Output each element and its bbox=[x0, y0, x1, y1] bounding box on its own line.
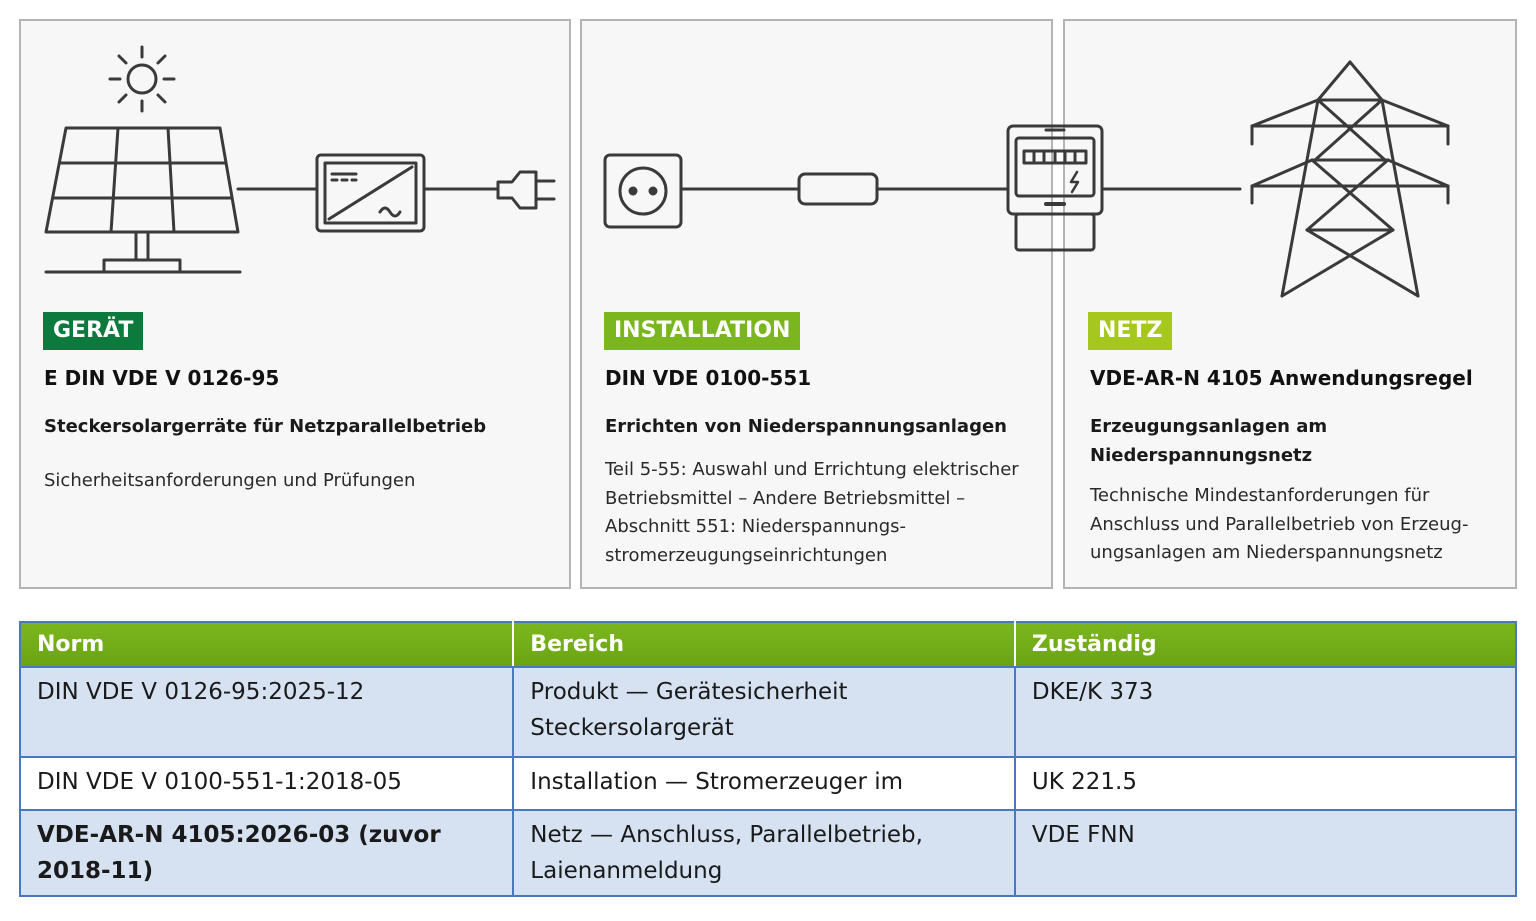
norm-title-netz: VDE-AR-N 4105 Anwendungsregel bbox=[1090, 366, 1473, 390]
norm-title-geraet: E DIN VDE V 0126-95 bbox=[44, 366, 280, 390]
table-cell-norm: DIN VDE V 0126-95:2025-12 bbox=[18, 666, 515, 758]
table-cell-norm: DIN VDE V 0100-551-1:2018-05 bbox=[18, 756, 515, 811]
table-row: DIN VDE V 0126-95:2025-12 Produkt — Gerä… bbox=[18, 666, 1518, 758]
badge-installation: INSTALLATION bbox=[604, 312, 801, 350]
panel-geraet bbox=[19, 19, 571, 589]
inverter-icon bbox=[315, 153, 426, 233]
subtitle-geraet: Steckersolargerräte für Netzparallelbetr… bbox=[44, 416, 487, 437]
badge-netz: NETZ bbox=[1088, 312, 1173, 350]
description-netz: Technische Mindestanforderungen für Ansc… bbox=[1090, 485, 1469, 563]
subtitle-installation: Errichten von Niederspannungsanlagen bbox=[605, 416, 1007, 437]
table-cell-bereich: Installation — Stromerzeuger im bbox=[512, 756, 1016, 811]
table-cell-norm: VDE-AR-N 4105:2026-03 (zuvor 2018-11) bbox=[18, 809, 515, 897]
subtitle-netz: Erzeugungsanlagen am Niederspannungsnetz bbox=[1090, 416, 1328, 466]
sun-icon bbox=[108, 45, 176, 113]
norm-title-installation: DIN VDE 0100-551 bbox=[605, 366, 812, 390]
table-cell-bereich: Netz — Anschluss, Parallelbetrieb, Laien… bbox=[512, 809, 1016, 897]
description-geraet: Sicherheitsanforderungen und Prüfungen bbox=[44, 470, 416, 491]
table-cell-zustaendig: UK 221.5 bbox=[1013, 756, 1518, 811]
table-header-row: Norm Bereich Zuständig bbox=[20, 622, 1516, 668]
table-row: VDE-AR-N 4105:2026-03 (zuvor 2018-11) Ne… bbox=[18, 809, 1518, 897]
electricity-meter-icon bbox=[1006, 124, 1104, 252]
panel-installation bbox=[580, 19, 1053, 589]
column-header-norm: Norm bbox=[20, 622, 515, 668]
table-cell-bereich: Produkt — Gerätesicherheit Steckersolarg… bbox=[512, 666, 1016, 758]
description-installation: Teil 5-55: Auswahl und Errichtung elektr… bbox=[605, 459, 1019, 566]
norms-table: Norm Bereich Zuständig DIN VDE V 0126-95… bbox=[18, 621, 1518, 897]
column-header-bereich: Bereich bbox=[513, 622, 1016, 668]
socket-icon bbox=[603, 153, 683, 229]
connection-diagram bbox=[0, 0, 1536, 310]
plug-icon bbox=[496, 170, 556, 210]
badge-geraet: GERÄT bbox=[43, 312, 144, 350]
fuse-icon bbox=[797, 172, 879, 206]
solar-panel-icon bbox=[44, 126, 242, 274]
table-row: DIN VDE V 0100-551-1:2018-05 Installatio… bbox=[18, 756, 1518, 811]
table-cell-zustaendig: DKE/K 373 bbox=[1013, 666, 1518, 758]
panel-netz bbox=[1063, 19, 1517, 589]
power-pylon-icon bbox=[1250, 60, 1450, 298]
table-cell-zustaendig: VDE FNN bbox=[1013, 809, 1518, 897]
column-header-zustaendig: Zuständig bbox=[1014, 622, 1516, 668]
